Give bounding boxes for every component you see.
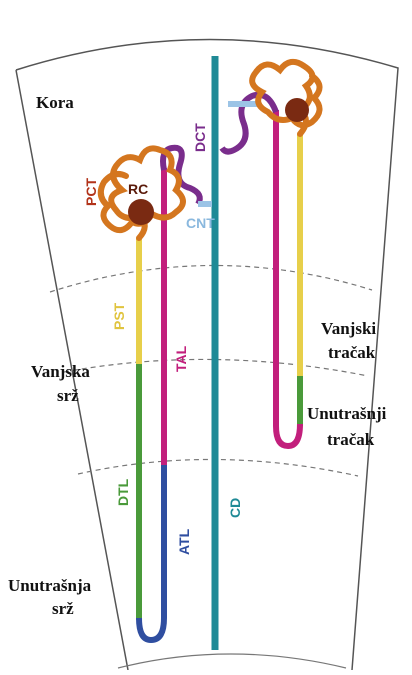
label-outer-medulla-2: srž xyxy=(57,386,79,405)
stripe-boundary xyxy=(63,358,369,377)
atl-segment xyxy=(136,462,167,644)
label-outer-stripe-2: tračak xyxy=(328,343,376,362)
label-rc: RC xyxy=(128,181,148,197)
label-tal: TAL xyxy=(173,345,189,372)
pct-segment xyxy=(97,145,186,241)
label-inner-medulla-1: Unutrašnja xyxy=(8,576,92,595)
renal-corpuscle xyxy=(128,199,154,225)
label-inner-stripe-2: tračak xyxy=(327,430,375,449)
label-dct: DCT xyxy=(192,123,208,152)
label-inner-medulla-2: srž xyxy=(52,599,74,618)
wedge-outline xyxy=(15,38,399,671)
label-cortex: Kora xyxy=(36,93,74,112)
label-outer-stripe-1: Vanjski xyxy=(321,319,376,338)
label-cnt: CNT xyxy=(186,215,215,231)
label-pct: PCT xyxy=(83,178,99,206)
label-outer-medulla-1: Vanjska xyxy=(31,362,90,381)
cortex-boundary xyxy=(49,264,373,293)
label-pst: PST xyxy=(111,302,127,330)
right-tal-segment xyxy=(273,110,303,450)
label-cd: CD xyxy=(227,498,243,518)
label-dtl: DTL xyxy=(115,478,131,506)
label-inner-stripe-1: Unutrašnji xyxy=(307,404,387,423)
right-pct-segment xyxy=(249,58,323,137)
label-atl: ATL xyxy=(176,528,192,555)
right-renal-corpuscle xyxy=(285,98,309,122)
wedge-bottom-arc xyxy=(117,653,347,669)
